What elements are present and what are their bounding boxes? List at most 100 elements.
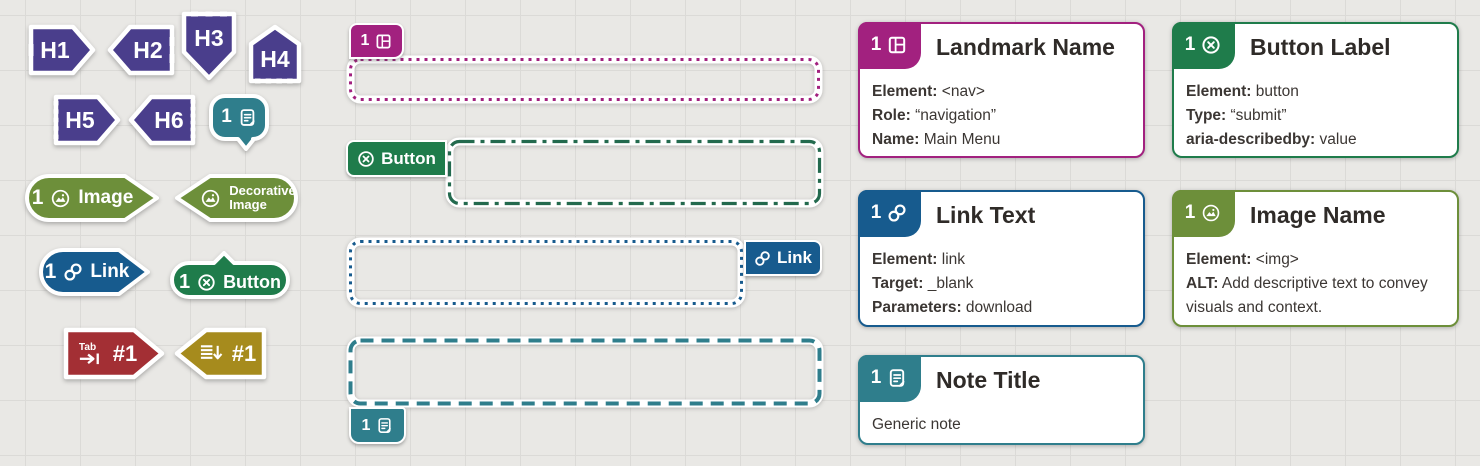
image-name-card: 1 Image Name Element: <img> ALT: Add des… bbox=[1171, 189, 1459, 327]
link-marker-content: 1 Link bbox=[38, 247, 152, 297]
button-tag[interactable]: Button bbox=[346, 140, 447, 177]
heading-marker-h3[interactable]: H3 bbox=[181, 11, 237, 81]
tab-order-marker[interactable]: Tab #1 bbox=[62, 327, 166, 380]
link-icon bbox=[755, 250, 770, 266]
note-region-outline bbox=[346, 336, 824, 408]
heading-label: H4 bbox=[260, 45, 290, 72]
button-card-tag: 1 bbox=[1171, 21, 1235, 69]
line-label: aria-describedby: bbox=[1186, 131, 1316, 148]
line-value: <nav> bbox=[941, 83, 985, 100]
house-up-shape-icon bbox=[248, 24, 302, 84]
line-label: Role: bbox=[872, 107, 911, 124]
button-count: 1 bbox=[178, 270, 191, 293]
card-line: aria-describedby: value bbox=[1186, 128, 1443, 152]
link-region-outline bbox=[346, 237, 746, 308]
card-header: 1 Link Text bbox=[857, 189, 1143, 238]
heading-label: H2 bbox=[133, 36, 163, 63]
card-body: Element: link Target: _blank Parameters:… bbox=[860, 238, 1143, 320]
heading-marker-h5[interactable]: H5 bbox=[53, 94, 121, 146]
card-line: Element: <nav> bbox=[872, 80, 1129, 104]
card-title: Button Label bbox=[1250, 34, 1391, 60]
note-count: 1 bbox=[221, 106, 232, 127]
rounded-arrow-right-shape-icon bbox=[25, 174, 159, 222]
image-marker-label: Image bbox=[78, 187, 134, 208]
card-count: 1 bbox=[870, 367, 882, 388]
card-count: 1 bbox=[870, 202, 882, 223]
note-tag[interactable]: 1 bbox=[349, 407, 406, 444]
list-order-marker[interactable]: #1 bbox=[172, 327, 268, 380]
heading-marker-h6[interactable]: H6 bbox=[128, 94, 196, 146]
button-marker[interactable]: 1 Button bbox=[163, 250, 297, 302]
link-count: 1 bbox=[44, 260, 57, 283]
link-tag[interactable]: Link bbox=[744, 240, 822, 276]
decorative-image-label: Decorative Image bbox=[229, 182, 296, 213]
line-value: download bbox=[965, 299, 1033, 316]
card-line: Type: “submit” bbox=[1186, 104, 1443, 128]
landmark-name-card: 1 Landmark Name Element: <nav> Role: “na… bbox=[857, 21, 1145, 158]
note-card-tag: 1 bbox=[857, 354, 921, 402]
line-label: Name: bbox=[872, 131, 920, 148]
link-card-tag: 1 bbox=[857, 189, 921, 237]
list-order-icon bbox=[200, 345, 223, 360]
flat-arrow-right-shape-icon bbox=[63, 327, 165, 380]
landmark-icon bbox=[889, 36, 906, 54]
line-label: ALT: bbox=[1186, 275, 1219, 292]
rounded-arrow-right-shape-icon bbox=[39, 248, 150, 296]
card-body: Element: <nav> Role: “navigation” Name: … bbox=[860, 70, 1143, 152]
image-card-tag: 1 bbox=[1171, 189, 1235, 237]
line-value: Generic note bbox=[872, 416, 961, 433]
heading-marker-h4[interactable]: H4 bbox=[248, 24, 302, 84]
card-count: 1 bbox=[870, 34, 882, 55]
card-line: Element: button bbox=[1186, 80, 1443, 104]
link-icon bbox=[888, 204, 906, 222]
button-marker-content: 1 Button bbox=[163, 250, 297, 302]
card-body: Generic note bbox=[860, 403, 1143, 437]
link-marker[interactable]: 1 Link bbox=[38, 247, 152, 297]
line-value: “navigation” bbox=[915, 107, 997, 124]
tab-icon-text: Tab bbox=[79, 342, 96, 353]
card-body: Element: <img> ALT: Add descriptive text… bbox=[1174, 238, 1457, 320]
rounded-arrow-left-shape-icon bbox=[175, 174, 298, 222]
button-marker-label: Button bbox=[223, 271, 282, 292]
arrow-right-shape-icon bbox=[28, 24, 96, 76]
image-icon bbox=[202, 189, 220, 207]
line-value: link bbox=[941, 251, 966, 268]
line-label: Parameters: bbox=[872, 299, 962, 316]
card-line: Target: _blank bbox=[872, 272, 1129, 296]
landmark-card-tag: 1 bbox=[857, 21, 921, 69]
heading-label: H6 bbox=[154, 106, 184, 133]
tab-order-icon: Tab bbox=[79, 342, 99, 365]
line-value: button bbox=[1255, 83, 1299, 100]
landmark-region-outline bbox=[346, 55, 823, 104]
landmark-tag[interactable]: 1 bbox=[349, 23, 404, 59]
heading-marker-h2[interactable]: H2 bbox=[107, 24, 175, 76]
card-line: Element: link bbox=[872, 248, 1129, 272]
heading-marker-h1[interactable]: H1 bbox=[28, 24, 96, 76]
card-count: 1 bbox=[1184, 202, 1196, 223]
card-count: 1 bbox=[1184, 34, 1196, 55]
card-title: Image Name bbox=[1250, 202, 1386, 228]
card-header: 1 Landmark Name bbox=[857, 21, 1143, 70]
decorative-line2: Image bbox=[229, 197, 267, 212]
card-line: Element: <img> bbox=[1186, 248, 1443, 272]
line-label: Element: bbox=[872, 83, 938, 100]
list-marker-label: #1 bbox=[231, 340, 257, 366]
line-value: Main Menu bbox=[923, 131, 1001, 148]
link-tag-label: Link bbox=[777, 248, 812, 267]
arrow-left-shape-icon bbox=[128, 94, 196, 146]
line-label: Element: bbox=[872, 251, 938, 268]
card-title: Link Text bbox=[936, 202, 1036, 228]
decorative-line1: Decorative bbox=[229, 182, 296, 198]
heading-label: H3 bbox=[194, 24, 224, 51]
image-count: 1 bbox=[31, 186, 44, 209]
arrow-right-shape-icon bbox=[53, 94, 121, 146]
button-label-card: 1 Button Label Element: button Type: “su… bbox=[1171, 21, 1459, 158]
card-header: 1 Image Name bbox=[1171, 189, 1457, 238]
decorative-image-marker[interactable]: Decorative Image bbox=[170, 173, 302, 223]
note-marker[interactable]: 1 bbox=[208, 93, 270, 153]
card-line: Name: Main Menu bbox=[872, 128, 1129, 152]
note-title-card: 1 Note Title Generic note bbox=[857, 354, 1145, 445]
link-marker-label: Link bbox=[90, 261, 130, 282]
image-icon bbox=[1203, 204, 1220, 222]
image-marker[interactable]: 1 Image bbox=[24, 173, 161, 223]
